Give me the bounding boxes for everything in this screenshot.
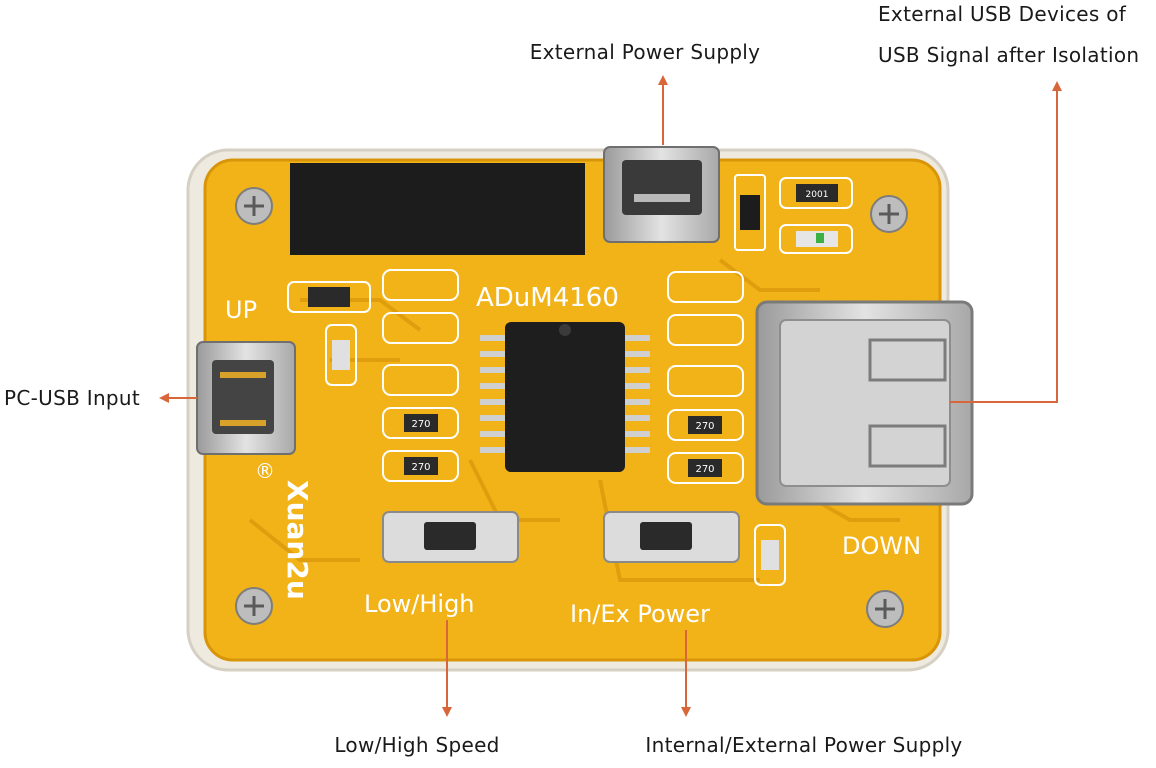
silkscreen-up: UP	[225, 296, 257, 324]
silkscreen-registered: ®	[255, 459, 275, 483]
led-component	[779, 224, 853, 254]
callout-pc-usb-input: PC-USB Input	[4, 386, 141, 410]
smd-component-2	[740, 195, 760, 230]
smd-resistor-2001-body	[796, 184, 838, 202]
resistor-label-1: 270	[411, 419, 430, 430]
smd-lower-right-body	[761, 540, 779, 570]
resistor-column-right	[667, 271, 744, 484]
external-power-port	[603, 146, 720, 243]
smd-left-1	[287, 281, 371, 313]
switch-low-high	[382, 511, 519, 563]
resistor-body-1	[404, 414, 438, 432]
resistor-body-4	[688, 459, 722, 477]
screw-top-left	[235, 187, 273, 225]
silkscreen-brand: Xuan2u	[281, 480, 314, 600]
silkscreen-down: DOWN	[842, 532, 921, 560]
resistor-label-4: 270	[695, 464, 714, 475]
silkscreen-switch-power: In/Ex Power	[570, 600, 710, 628]
screw-bottom-right	[866, 590, 904, 628]
smd-left-2	[325, 324, 357, 386]
callout-external-usb-line2: USB Signal after Isolation	[878, 43, 1140, 67]
smd-resistor-2001	[779, 177, 853, 209]
resistor-column-left	[382, 269, 459, 482]
smd-component-1	[734, 174, 766, 251]
resistor-label-3: 270	[695, 421, 714, 432]
small-resistor-label: 2001	[806, 190, 829, 200]
pin-header	[290, 163, 585, 255]
screw-bottom-left	[235, 587, 273, 625]
ic-chip-notch	[559, 324, 571, 336]
switch-in-ex-power	[603, 511, 740, 563]
resistor-label-2: 270	[411, 462, 430, 473]
callout-low-high-speed: Low/High Speed	[334, 733, 500, 757]
resistor-body-3	[688, 416, 722, 434]
smd-left-2-body	[332, 340, 350, 370]
smd-left-1-body	[308, 287, 350, 307]
usb-a-output-port	[755, 300, 974, 506]
silkscreen-chip-label: ADuM4160	[476, 283, 619, 313]
smd-lower-right	[754, 524, 786, 586]
silkscreen-switch-low-high: Low/High	[364, 590, 475, 618]
led-dot	[816, 233, 824, 243]
callout-internal-external-power-supply: Internal/External Power Supply	[645, 733, 963, 757]
resistor-body-2	[404, 457, 438, 475]
arrow-external-usb	[950, 81, 1062, 403]
screw-top-right	[870, 195, 908, 233]
callout-external-power-supply: External Power Supply	[529, 40, 761, 64]
callout-external-usb-line1: External USB Devices of	[878, 2, 1127, 26]
pc-usb-input-port	[196, 341, 296, 455]
ic-pins-right	[622, 335, 650, 453]
ic-chip	[505, 322, 625, 472]
ic-pins-left	[480, 335, 508, 453]
